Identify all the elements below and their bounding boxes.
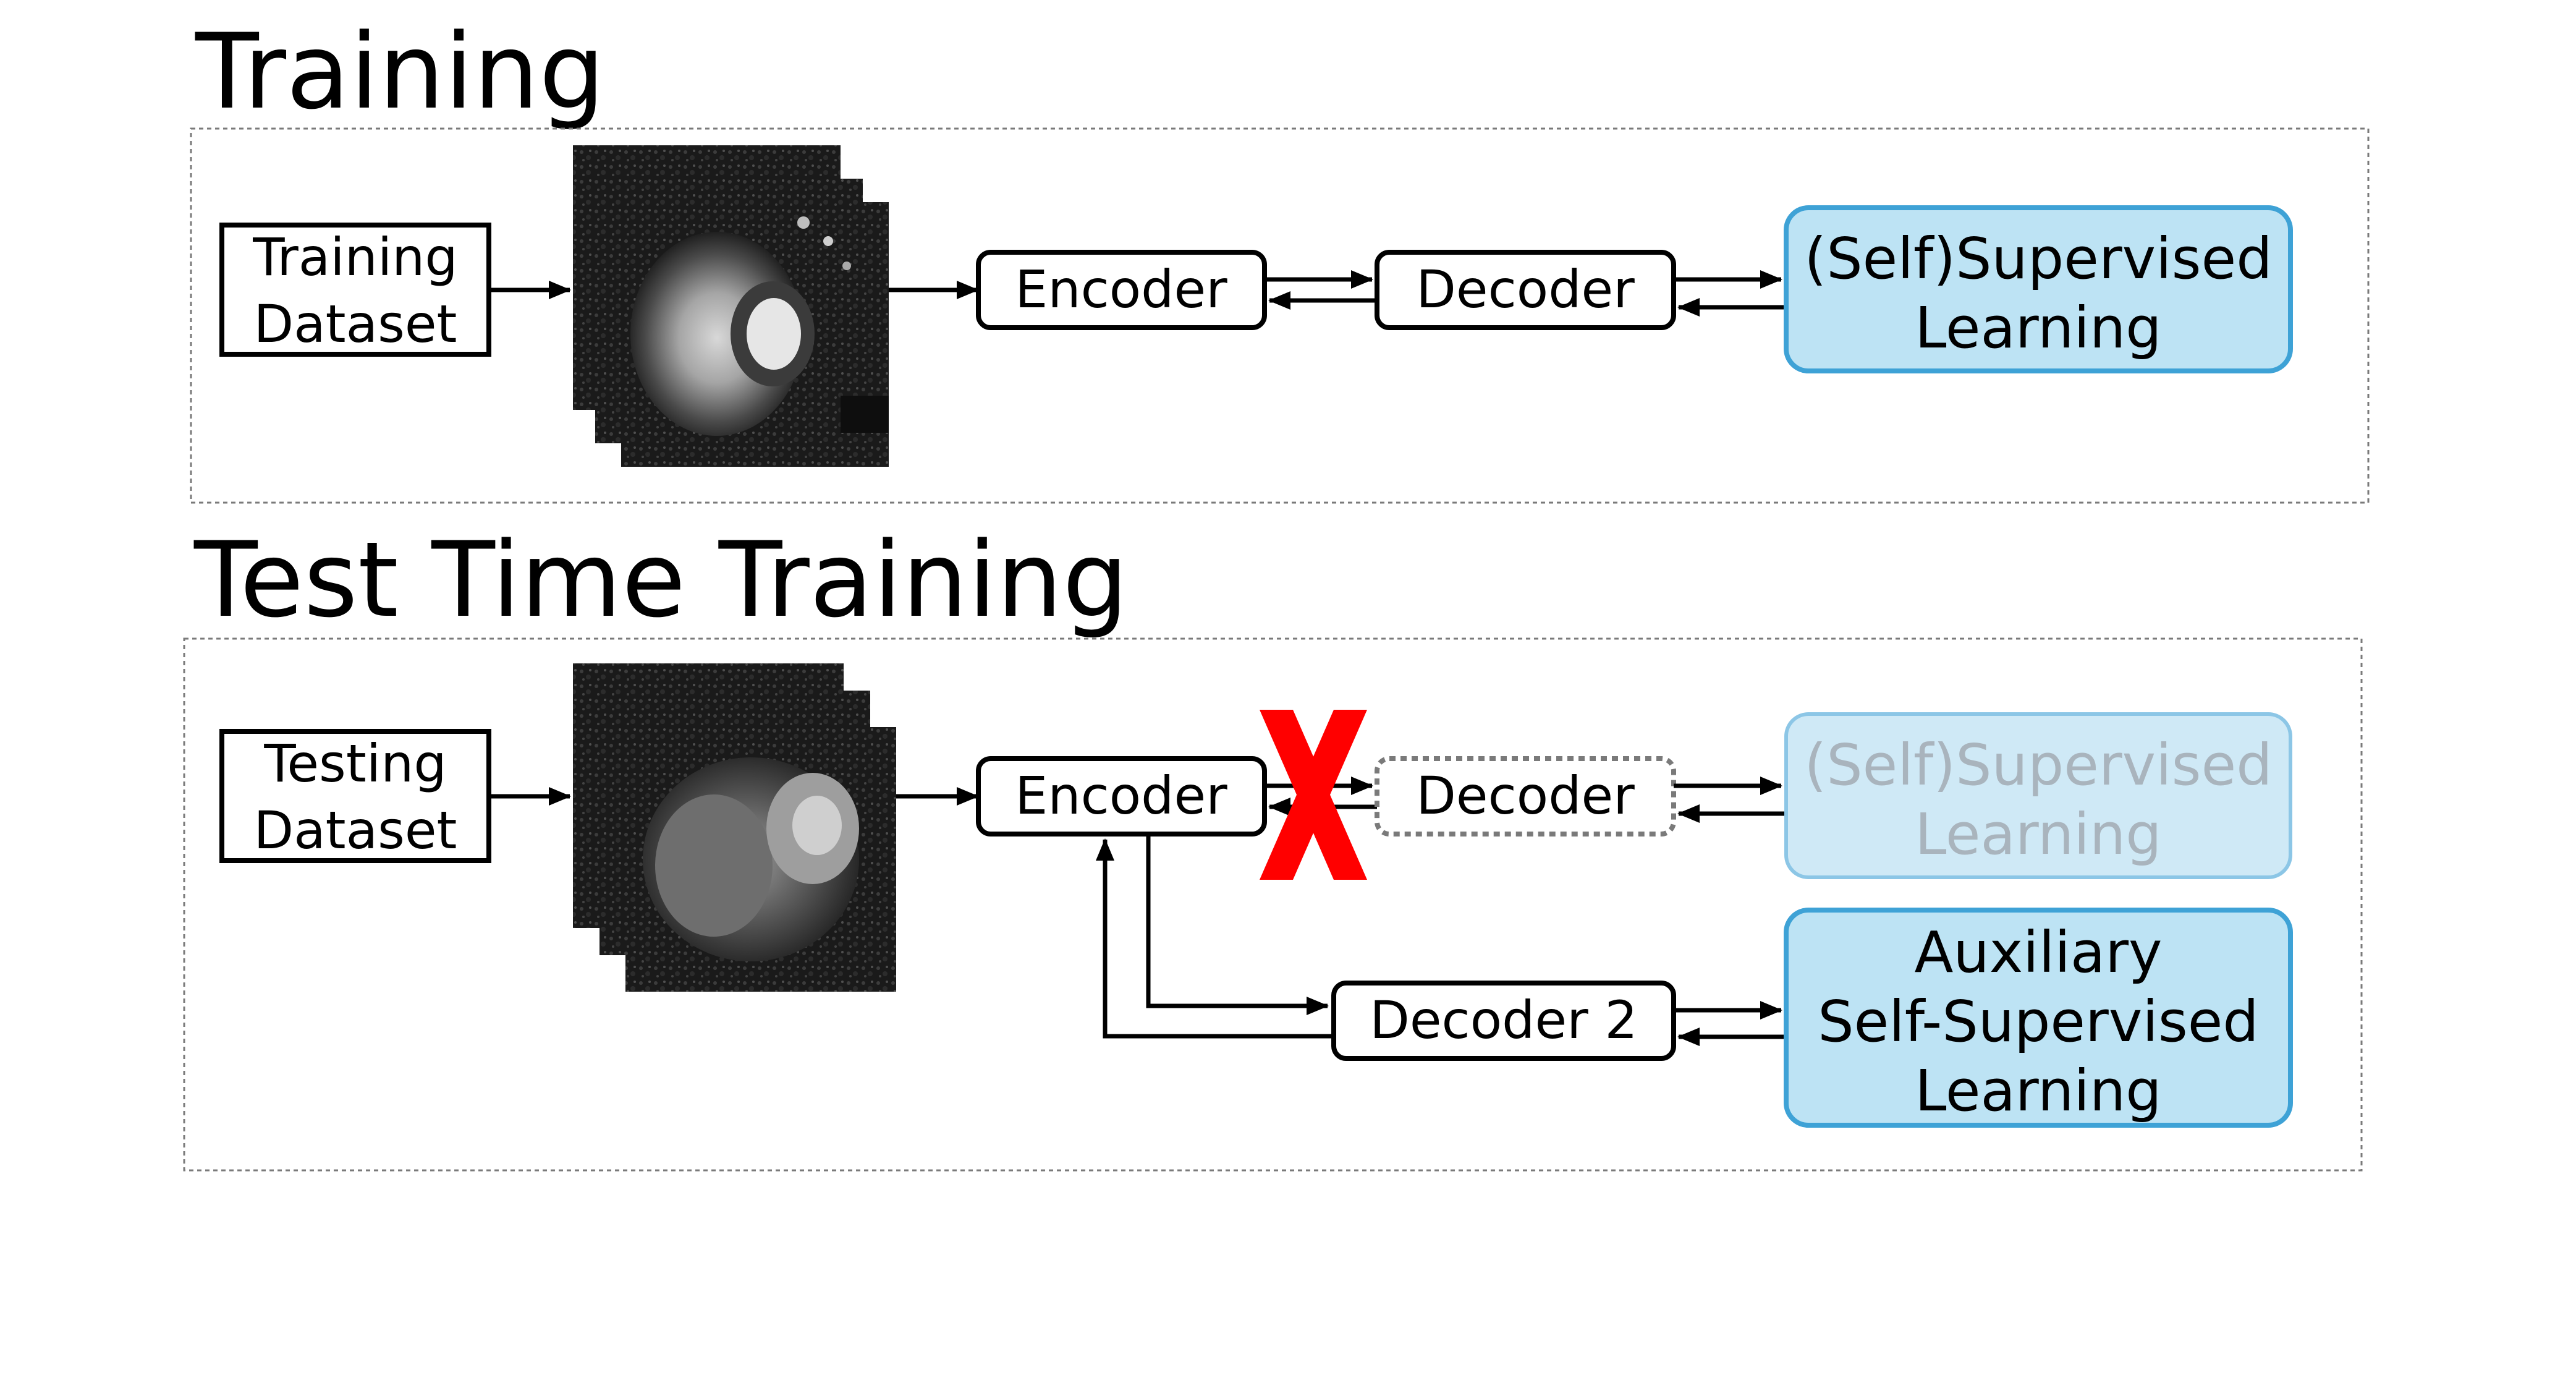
arrow-encoder-to-decoder2	[1146, 834, 1329, 1015]
testing-dataset-line2: Dataset	[254, 800, 457, 861]
decoder2-label: Decoder 2	[1370, 990, 1638, 1050]
training-objective-line2: Learning	[1915, 295, 2161, 361]
ttt-frame	[183, 637, 2363, 1172]
training-decoder-label: Decoder	[1416, 259, 1635, 320]
testing-dataset-line1: Testing	[263, 733, 446, 794]
arrow-decoder2-to-encoder	[1096, 838, 1334, 1039]
section-title-ttt: Test Time Training	[193, 519, 1129, 641]
mri-slice-stack-test	[573, 663, 896, 992]
training-objective-box: (Self)Supervised Learning	[1784, 205, 2293, 373]
cross-mark-icon	[1260, 710, 1367, 880]
training-encoder-box: Encoder	[976, 250, 1267, 330]
ttt-decoder-box-frozen: Decoder	[1375, 756, 1676, 836]
aux-objective-line2: Self-Supervised	[1818, 989, 2259, 1055]
training-dataset-box: Training Dataset	[219, 223, 491, 357]
training-dataset-line2: Dataset	[254, 294, 457, 354]
ttt-encoder-box: Encoder	[976, 756, 1267, 836]
ttt-decoder-label: Decoder	[1416, 765, 1635, 826]
aux-objective-line1: Auxiliary	[1914, 919, 2162, 985]
testing-dataset-box: Testing Dataset	[219, 729, 491, 863]
aux-objective-line3: Learning	[1915, 1058, 2161, 1124]
ttt-objective-line2: Learning	[1915, 801, 2161, 867]
section-title-training: Training	[195, 11, 605, 132]
training-objective-line1: (Self)Supervised	[1804, 226, 2272, 292]
training-dataset-line1: Training	[252, 227, 457, 287]
training-frame	[190, 127, 2370, 504]
mri-slice-stack	[573, 145, 889, 467]
decoder2-box: Decoder 2	[1331, 981, 1676, 1061]
ttt-objective-box-faded: (Self)Supervised Learning	[1784, 712, 2292, 879]
aux-objective-box: Auxiliary Self-Supervised Learning	[1784, 908, 2293, 1128]
ttt-objective-line1: (Self)Supervised	[1804, 732, 2272, 798]
training-encoder-label: Encoder	[1015, 259, 1227, 320]
ttt-encoder-label: Encoder	[1015, 765, 1227, 826]
training-decoder-box: Decoder	[1375, 250, 1676, 330]
